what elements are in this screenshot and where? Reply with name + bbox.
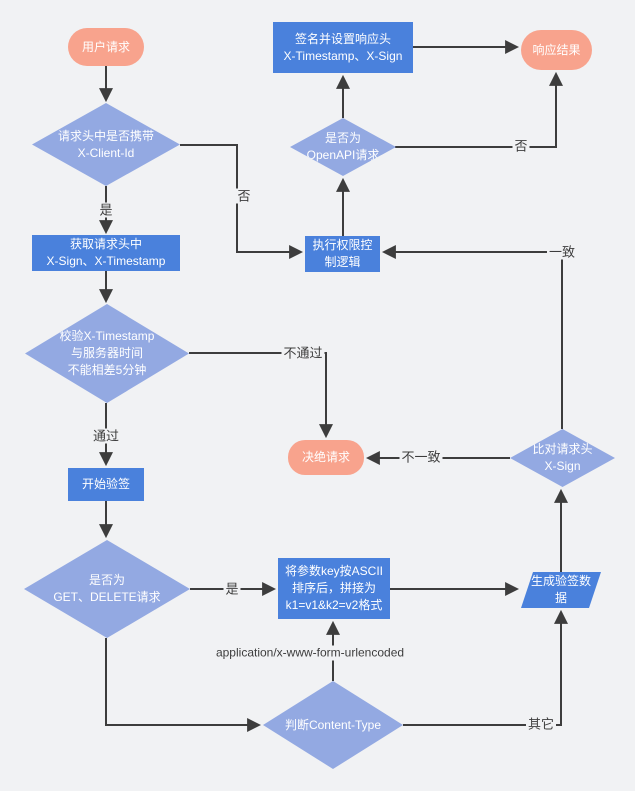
edge-label-yes-client: 是 bbox=[97, 202, 115, 218]
edge-label-form-urlencoded: application/x-www-form-urlencoded bbox=[213, 645, 407, 661]
edge-label-yes-method: 是 bbox=[223, 581, 241, 597]
node-get-request-headers: 获取请求头中 X-Sign、X-Timestamp bbox=[32, 235, 180, 271]
edge-openapicheck-to-response bbox=[395, 71, 563, 148]
edge-comparesign-to-permission bbox=[381, 245, 563, 429]
node-user-request: 用户请求 bbox=[68, 28, 144, 66]
node-response-result: 响应结果 bbox=[521, 30, 592, 70]
edge-label-pass: 通过 bbox=[90, 428, 122, 444]
edge-label-match: 一致 bbox=[546, 244, 578, 260]
edge-label-fail: 不通过 bbox=[281, 345, 325, 361]
edge-label-no-client: 否 bbox=[235, 188, 253, 204]
node-ascii-sort-params: 将参数key按ASCII 排序后，拼接为 k1=v1&k2=v2格式 bbox=[278, 558, 390, 619]
node-generate-verify-data: 生成验签数 据 bbox=[521, 572, 601, 608]
edge-contenttype-to-generatedata bbox=[403, 609, 568, 726]
edge-methodcheck-to-contenttype bbox=[105, 638, 262, 732]
edge-label-not-match: 不一致 bbox=[399, 449, 443, 465]
node-start-verification: 开始验签 bbox=[68, 468, 144, 501]
node-exec-permission-control: 执行权限控 制逻辑 bbox=[305, 236, 380, 272]
node-reject-request: 决绝请求 bbox=[288, 440, 364, 475]
edge-label-other: 其它 bbox=[525, 716, 557, 732]
node-sign-response-headers: 签名并设置响应头 X-Timestamp、X-Sign bbox=[273, 22, 413, 73]
edge-timestampcheck-to-reject bbox=[189, 352, 333, 439]
edge-label-no-openapi: 否 bbox=[512, 138, 530, 154]
